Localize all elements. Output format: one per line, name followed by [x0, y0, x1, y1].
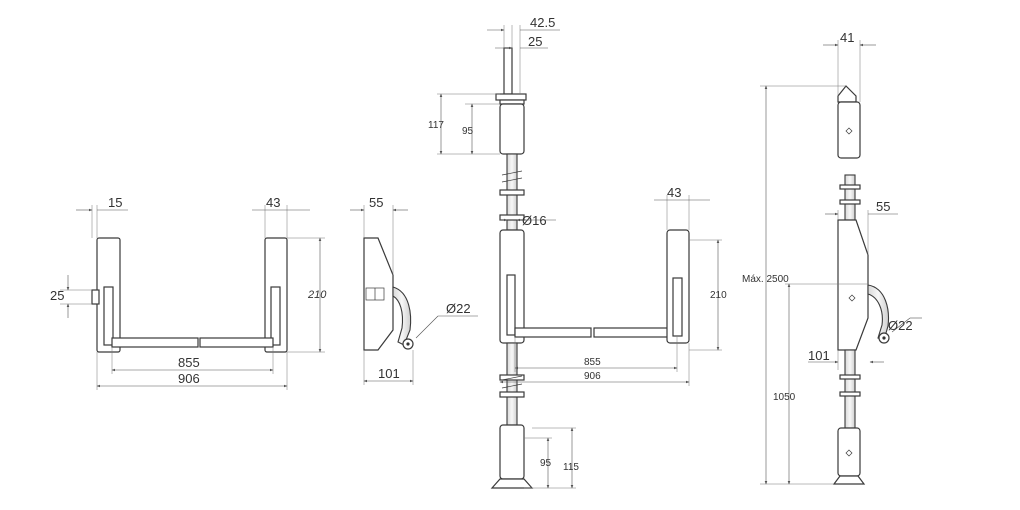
- rod-dim-25: 25: [528, 34, 542, 49]
- rod-side-view: 41 55 Máx. 2500 Ø22 1050 101: [742, 30, 922, 485]
- top-cap: [837, 85, 857, 103]
- rod-crossbar-right: [593, 327, 678, 338]
- rs-lever-arm: [867, 284, 890, 341]
- top-housing: [837, 101, 861, 159]
- rs-lower-rod: [844, 349, 856, 429]
- left-upright: [103, 286, 114, 346]
- front-dim-906: 906: [178, 371, 200, 386]
- rod-dim-210: 210: [710, 290, 727, 301]
- rod-dim-117: 117: [428, 120, 444, 131]
- rs-main-housing: [837, 219, 869, 351]
- rs-upper-rod: [844, 174, 856, 221]
- right-upright: [270, 286, 281, 346]
- rod-crossbar-left: [514, 327, 592, 338]
- side-view: 55 Ø22 101: [350, 195, 478, 385]
- vertical-rod-view: 42.5 25 117 95 Ø16 43 210 855 906: [428, 15, 727, 489]
- crossbar-left: [111, 337, 199, 348]
- rs-dim-d22: Ø22: [888, 318, 913, 333]
- main-left-upright: [506, 274, 516, 336]
- rs-floor-plate: [832, 475, 866, 485]
- rs-dim-55: 55: [876, 199, 890, 214]
- rod-dim-95-upper: 95: [462, 126, 474, 137]
- side-lever-arm: [392, 286, 412, 346]
- front-dim-15: 15: [108, 195, 122, 210]
- rod-dim-855: 855: [584, 357, 601, 368]
- rod-dim-42-5: 42.5: [530, 15, 555, 30]
- front-dim-210: 210: [307, 289, 327, 301]
- side-dim-55: 55: [369, 195, 383, 210]
- top-plate: [495, 93, 527, 101]
- rod-dim-115: 115: [563, 462, 579, 473]
- main-right-upright: [672, 277, 683, 337]
- lower-lock-housing: [499, 424, 525, 480]
- upper-lock-housing: [499, 103, 525, 155]
- side-housing: [363, 237, 394, 351]
- rs-dim-41: 41: [840, 30, 854, 45]
- floor-plate: [490, 478, 534, 489]
- front-dim-25: 25: [50, 288, 64, 303]
- lower-rod: [506, 342, 518, 426]
- front-dim-43: 43: [266, 195, 280, 210]
- rs-dim-max-2500: Máx. 2500: [742, 274, 789, 285]
- latch-tab: [91, 289, 100, 305]
- rs-dim-1050: 1050: [773, 392, 796, 403]
- rs-dim-101: 101: [808, 348, 830, 363]
- front-view: 15 43 25 210 855 906: [50, 195, 327, 390]
- top-bolt: [503, 47, 513, 95]
- rod-dim-95-lower: 95: [540, 458, 552, 469]
- bottom-housing: [837, 427, 861, 477]
- rod-dim-906: 906: [584, 371, 601, 382]
- crossbar-right: [199, 337, 274, 348]
- rod-dim-d16: Ø16: [522, 213, 547, 228]
- rod-dim-43: 43: [667, 185, 681, 200]
- side-dim-101: 101: [378, 366, 400, 381]
- front-dim-855: 855: [178, 355, 200, 370]
- side-dim-d22: Ø22: [446, 301, 471, 316]
